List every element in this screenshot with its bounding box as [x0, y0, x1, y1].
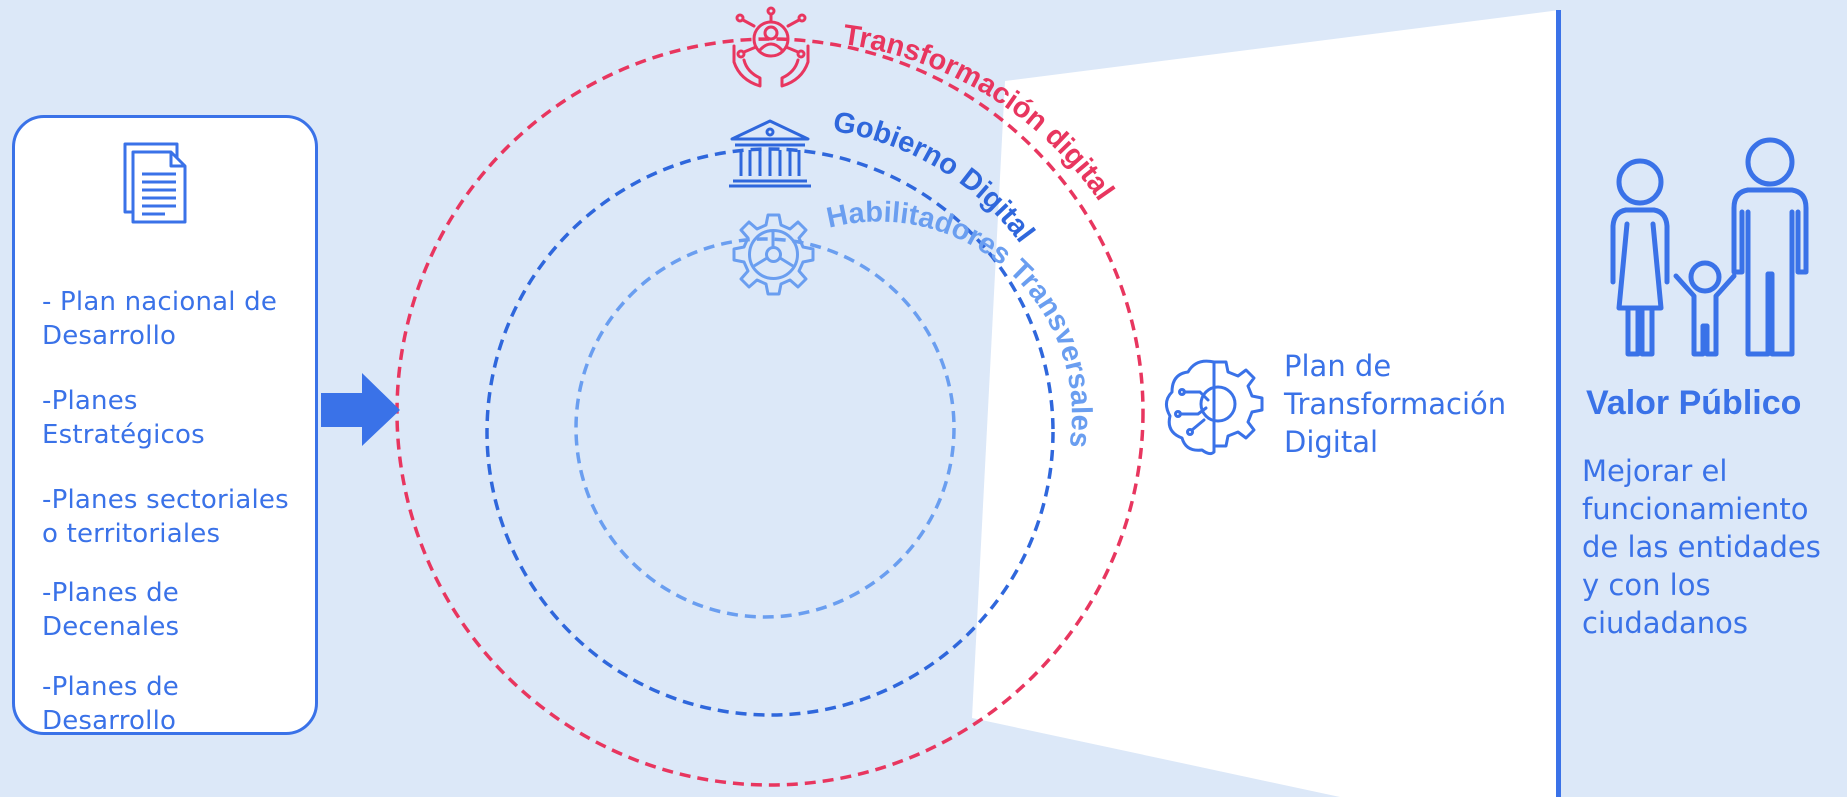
separator-line: [1556, 10, 1561, 797]
projection-funnel: [972, 10, 1560, 797]
plan-label-line2: Transformación: [1284, 387, 1507, 421]
plan-label-line3: Digital: [1284, 425, 1379, 459]
hands-person-network-icon: [732, 6, 810, 88]
document-icon: [123, 142, 187, 224]
ring-gobierno-digital: [485, 147, 1055, 717]
brain-gear-icon: [1165, 359, 1264, 456]
input-arrow: [321, 373, 400, 446]
government-building-icon: [729, 119, 811, 188]
ring-habilitadores: [574, 237, 956, 619]
family-icon: [1610, 137, 1809, 357]
gear-icon: [732, 213, 815, 296]
plan-label: Plan de Transformación Digital: [1284, 347, 1506, 461]
value-title: Valor Público: [1586, 384, 1802, 422]
value-description: Mejorar el funcionamiento de las entidad…: [1582, 454, 1821, 640]
plan-label-line1: Plan de: [1284, 349, 1392, 383]
